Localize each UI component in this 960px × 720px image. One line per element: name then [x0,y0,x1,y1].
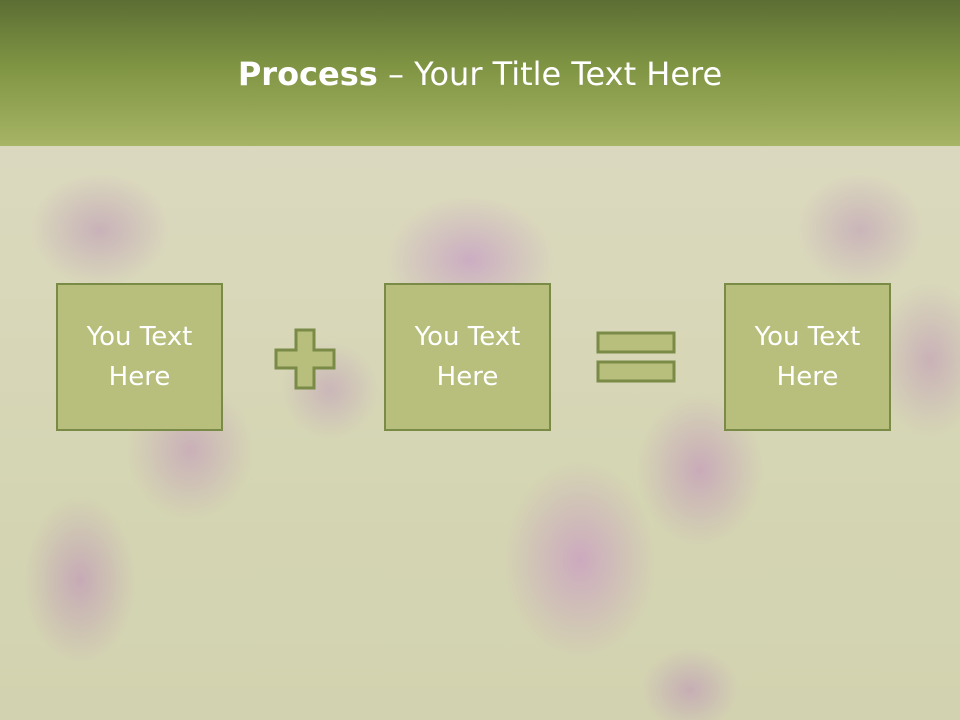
equals-icon [596,331,676,383]
plus-icon [274,328,336,390]
title-bold: Process [237,55,378,93]
title-band [0,0,960,146]
text-box-1-label: You Text Here [86,322,193,392]
text-box-2: You Text Here [384,283,551,431]
text-box-1: You Text Here [56,283,223,431]
text-box-3: You Text Here [724,283,891,431]
text-box-3-label: You Text Here [754,322,861,392]
slide-title: Process – Your Title Text Here [0,52,960,96]
title-rest: – Your Title Text Here [377,55,723,93]
text-box-2-label: You Text Here [414,322,521,392]
